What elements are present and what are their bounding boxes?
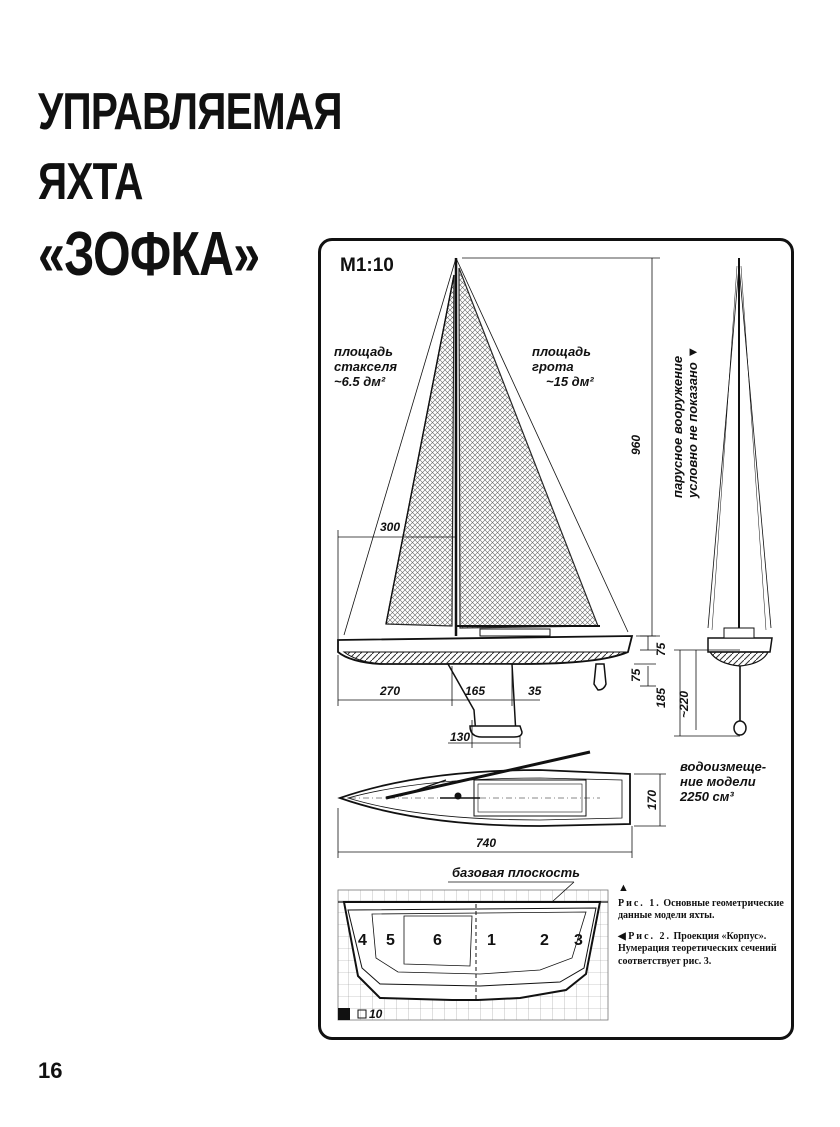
displacement-line2: ние модели <box>680 774 756 789</box>
dim-boom <box>337 530 456 640</box>
drawing-frame <box>318 238 794 1040</box>
title-line-1: УПРАВЛЯЕМАЯ <box>38 83 343 141</box>
dim-75-keel-label: 75 <box>629 668 643 682</box>
main-area-line1: площадь <box>532 344 591 359</box>
dim-165-label: 165 <box>465 684 485 698</box>
dim-220-label: ~220 <box>677 691 691 718</box>
displacement-line1: водоизмеще- <box>680 759 766 774</box>
page-number: 16 <box>38 1058 63 1083</box>
dim-185-label: 185 <box>654 688 668 708</box>
section-label-6: 6 <box>433 932 442 949</box>
base-plane-arrow <box>448 881 575 903</box>
dim-front-heights <box>634 635 740 737</box>
caption-fig2-label: Рис. 2. <box>628 930 672 942</box>
jib-area-line2: стакселя <box>334 359 397 374</box>
jib-area-line1: площадь <box>334 344 393 359</box>
side-view <box>337 257 634 738</box>
title-line-2: ЯХТА <box>38 153 143 211</box>
dim-keel-position <box>337 655 540 748</box>
caption-fig2: ◀ Рис. 2. Проекция «Корпус». Нумерация т… <box>618 931 788 969</box>
dim-740-label: 740 <box>476 836 496 850</box>
caption-fig1: ▲ Рис. 1. Основные геометрические данные… <box>618 882 788 923</box>
front-view <box>707 258 773 736</box>
dim-plan <box>337 773 666 858</box>
grid-scale-icon <box>357 1009 367 1019</box>
caption-fig2-note: Нумерация теоретических сечений соответс… <box>618 943 777 967</box>
section-label-1: 1 <box>487 932 496 949</box>
dim-170-label: 170 <box>645 790 659 810</box>
figure-captions: ▲ Рис. 1. Основные геометрические данные… <box>618 882 788 976</box>
scale-label: M1:10 <box>340 255 394 276</box>
dim-75-hull-label: 75 <box>654 642 668 656</box>
section-label-5: 5 <box>386 932 395 949</box>
rig-note-line1: парусное вооружение <box>670 356 685 498</box>
triangle-left-icon: ◀ <box>618 930 626 942</box>
caption-fig2-text: Проекция «Корпус». <box>673 930 767 942</box>
plan-view <box>337 750 631 827</box>
dim-130-label: 130 <box>450 730 470 744</box>
dim-35-label: 35 <box>528 684 542 698</box>
main-area-line3: ~15 дм² <box>546 374 594 389</box>
section-label-3: 3 <box>574 932 583 949</box>
base-plane-label: базовая плоскость <box>452 865 580 880</box>
grid-scale-label: 10 <box>369 1007 383 1021</box>
rig-note-line2: условно не показано ▼ <box>685 346 700 499</box>
caption-fig1-text: Основные геометрические данные модели ях… <box>618 897 784 922</box>
triangle-up-icon: ▲ <box>618 882 629 894</box>
main-area-line2: грота <box>532 359 574 374</box>
dim-960-label: 960 <box>629 435 643 455</box>
section-label-2: 2 <box>540 932 549 949</box>
body-plan <box>337 889 609 1021</box>
displacement-line3: 2250 см³ <box>679 789 734 804</box>
dim-300-label: 300 <box>380 520 400 534</box>
title-line-3: «ЗОФКА» <box>38 220 260 289</box>
section-label-4: 4 <box>358 932 367 949</box>
caption-fig1-label: Рис. 1. <box>618 897 661 909</box>
dim-270-label: 270 <box>379 684 400 698</box>
article-title: УПРАВЛЯЕМАЯ ЯХТА «ЗОФКА» <box>38 83 343 289</box>
jib-area-line3: ~6.5 дм² <box>334 374 386 389</box>
